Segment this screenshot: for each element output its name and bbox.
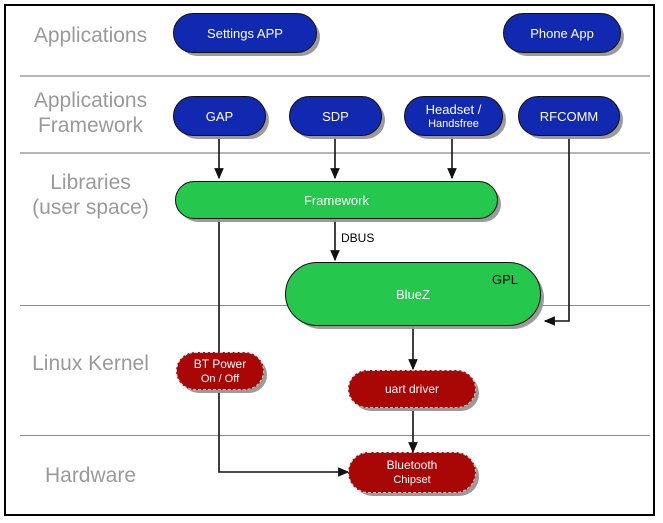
node-bluetooth-chipset-label-line2: Chipset — [393, 474, 431, 486]
node-bluez-license-tag: GPL — [491, 272, 518, 287]
node-framework[interactable]: Framework — [175, 181, 498, 219]
node-uart-driver[interactable]: uart driver — [348, 370, 476, 408]
divider-applications — [20, 75, 650, 77]
node-phone-app-label: Phone App — [530, 25, 594, 41]
node-gap-label: GAP — [205, 108, 234, 124]
node-uart-driver-label: uart driver — [384, 382, 440, 396]
node-settings-app-label: Settings APP — [207, 25, 283, 41]
node-rfcomm-label: RFCOMM — [539, 108, 599, 124]
node-bluetooth-chipset-label-line1: Bluetooth — [386, 458, 438, 472]
diagram-frame — [4, 4, 655, 516]
edge-label-dbus: DBUS — [341, 231, 375, 245]
node-settings-app[interactable]: Settings APP — [173, 13, 317, 53]
layer-label-hardware: Hardware — [44, 464, 137, 487]
layer-label-linux-kernel: Linux Kernel — [32, 352, 149, 375]
node-bluez[interactable]: BlueZ GPL — [285, 262, 541, 326]
node-headset-handsfree[interactable]: Headset / Handsfree — [404, 96, 503, 136]
node-headset-label-line2: Handsfree — [428, 117, 479, 130]
node-bt-power[interactable]: BT Power On / Off — [176, 352, 264, 390]
node-headset-label-line1: Headset / — [425, 101, 482, 117]
node-sdp[interactable]: SDP — [289, 96, 382, 136]
divider-linux-kernel — [20, 435, 650, 436]
node-phone-app[interactable]: Phone App — [503, 13, 621, 53]
node-framework-label: Framework — [303, 192, 369, 208]
node-bluez-label: BlueZ — [396, 286, 430, 302]
layer-label-applications: Applications — [33, 24, 148, 47]
node-gap[interactable]: GAP — [173, 96, 266, 136]
node-sdp-label: SDP — [322, 108, 349, 124]
node-bt-power-label-line2: On / Off — [200, 372, 240, 385]
layer-label-libraries: Libraries (user space) — [32, 171, 149, 219]
node-rfcomm[interactable]: RFCOMM — [518, 96, 620, 136]
layer-label-applications-framework: Applications Framework — [33, 89, 148, 137]
node-bluetooth-chipset[interactable]: Bluetooth Chipset — [348, 452, 476, 493]
node-bt-power-label-line1: BT Power — [193, 356, 247, 371]
